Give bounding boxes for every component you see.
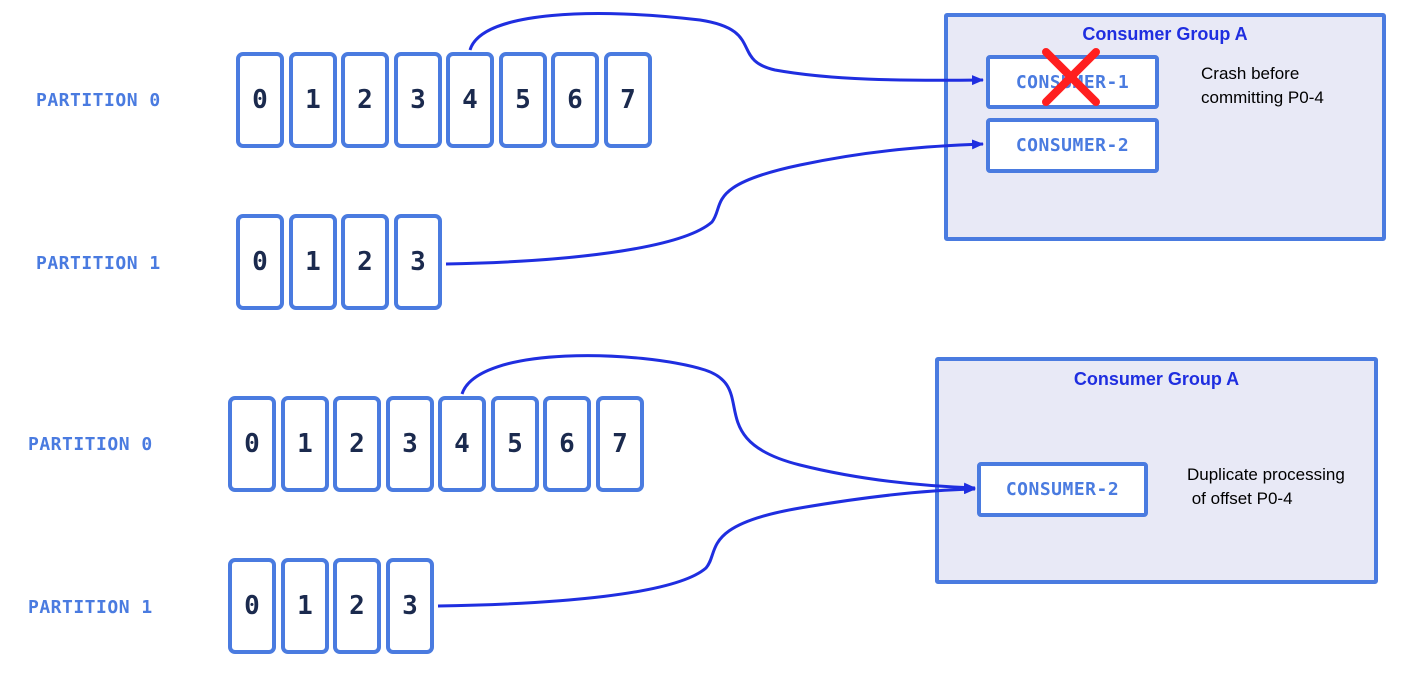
offset-cell: 3: [386, 558, 434, 654]
arrow-p1-to-consumer-2: [437, 484, 976, 608]
partition-0-label: PARTITION 0: [36, 90, 161, 111]
crash-note: Crash before committing P0-4: [1201, 62, 1324, 110]
offset-cell: 0: [228, 558, 276, 654]
partition-1-label: PARTITION 1: [28, 597, 153, 618]
offset-cell: 0: [236, 214, 284, 310]
consumer-2-box: CONSUMER-2: [986, 118, 1159, 173]
consumer-group-box: Consumer Group A: [944, 13, 1386, 241]
consumer-group-box: Consumer Group A: [935, 357, 1378, 584]
arrow-p1-to-consumer-2: [445, 139, 984, 266]
offset-cell: 4: [446, 52, 494, 148]
note-line: of offset P0-4: [1187, 489, 1293, 508]
offset-cell: 3: [394, 52, 442, 148]
arrow-p0-to-consumer-1: [468, 12, 984, 86]
offset-cell: 3: [386, 396, 434, 492]
offset-cell: 4: [438, 396, 486, 492]
offset-cell: 1: [289, 52, 337, 148]
offset-cell: 2: [341, 214, 389, 310]
duplicate-note: Duplicate processing of offset P0-4: [1187, 463, 1345, 511]
offset-cell: 7: [604, 52, 652, 148]
offset-cell: 2: [341, 52, 389, 148]
consumer-group-title: Consumer Group A: [1082, 24, 1248, 44]
offset-cell: 5: [499, 52, 547, 148]
offset-cell: 6: [551, 52, 599, 148]
offset-cell: 2: [333, 396, 381, 492]
offset-cell: 2: [333, 558, 381, 654]
note-line: Crash before: [1201, 64, 1300, 83]
note-line: Duplicate processing: [1187, 465, 1345, 484]
arrow-p0-to-consumer-2: [460, 354, 976, 493]
partition-1-label: PARTITION 1: [36, 253, 161, 274]
offset-cell: 5: [491, 396, 539, 492]
cross-icon: [1042, 48, 1100, 106]
note-line: committing P0-4: [1201, 88, 1324, 107]
offset-cell: 0: [228, 396, 276, 492]
offset-cell: 6: [543, 396, 591, 492]
offset-cell: 3: [394, 214, 442, 310]
offset-cell: 1: [281, 396, 329, 492]
offset-cell: 1: [281, 558, 329, 654]
partition-0-label: PARTITION 0: [28, 434, 153, 455]
offset-cell: 0: [236, 52, 284, 148]
consumer-group-title: Consumer Group A: [1073, 369, 1240, 389]
consumer-2-box: CONSUMER-2: [977, 462, 1148, 517]
offset-cell: 7: [596, 396, 644, 492]
offset-cell: 1: [289, 214, 337, 310]
